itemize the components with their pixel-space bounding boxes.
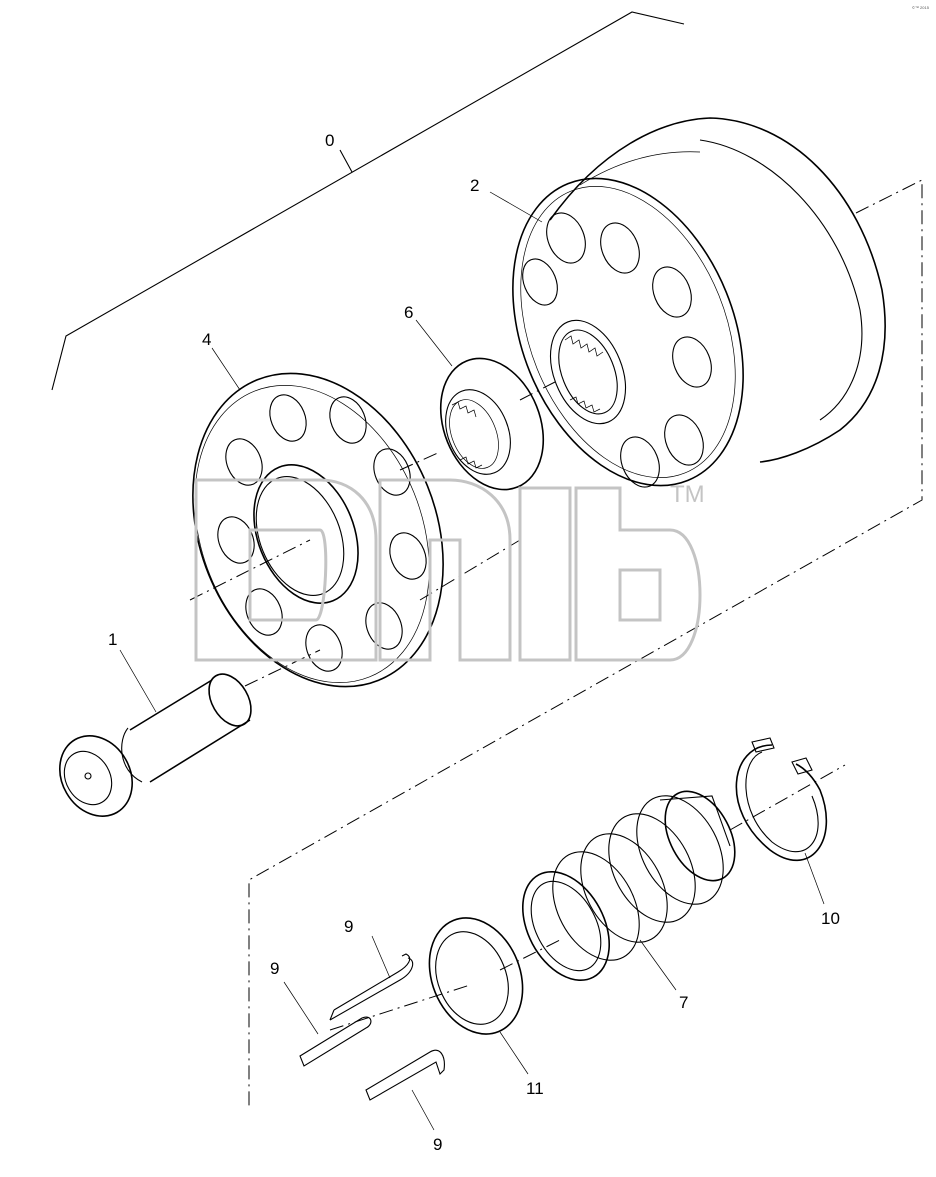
callout-0: 0 bbox=[325, 131, 334, 150]
callout-11: 11 bbox=[526, 1079, 544, 1098]
watermark-trademark: TM bbox=[670, 481, 705, 508]
group-outline-dashed bbox=[248, 179, 923, 1107]
cylinder-block bbox=[512, 117, 886, 488]
spherical-bushing bbox=[439, 357, 545, 491]
assembly-bracket bbox=[51, 11, 685, 391]
spring bbox=[521, 790, 736, 982]
snap-ring bbox=[735, 737, 828, 862]
callout-1: 1 bbox=[108, 630, 117, 649]
center-lines bbox=[189, 381, 846, 1031]
watermark-logo: TM bbox=[194, 478, 705, 662]
pin-upper bbox=[329, 953, 414, 1021]
callout-6: 6 bbox=[404, 303, 413, 322]
callout-9-upper: 9 bbox=[344, 917, 353, 936]
leader-lines bbox=[119, 191, 825, 1131]
pin-lower bbox=[365, 1049, 445, 1101]
callout-labels: 0 1 2 4 6 7 9 9 9 10 11 bbox=[108, 131, 840, 1154]
callout-7: 7 bbox=[679, 993, 688, 1012]
callout-9-lower: 9 bbox=[433, 1135, 442, 1154]
retainer-plate bbox=[192, 372, 444, 688]
callout-9-middle: 9 bbox=[270, 959, 279, 978]
corner-mark: ©™ 2015 bbox=[912, 5, 930, 10]
pin-middle bbox=[299, 1016, 372, 1067]
callout-4: 4 bbox=[202, 330, 211, 349]
callout-10: 10 bbox=[821, 909, 840, 928]
piston bbox=[59, 673, 252, 817]
spacer bbox=[428, 917, 524, 1035]
callout-2: 2 bbox=[470, 176, 479, 195]
